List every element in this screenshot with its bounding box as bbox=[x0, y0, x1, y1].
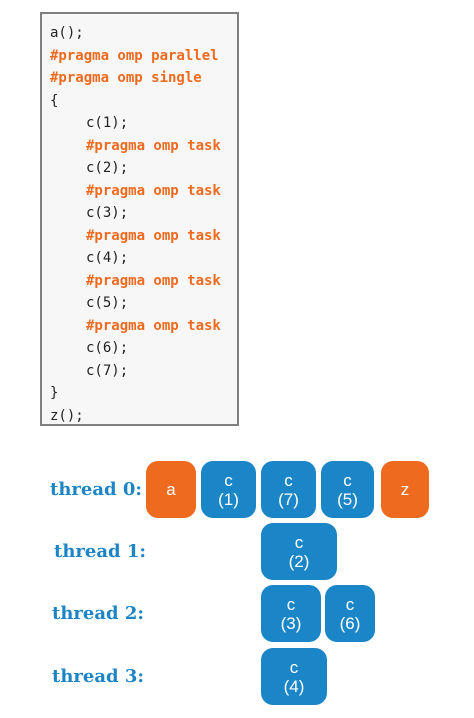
code-line: } bbox=[50, 385, 59, 401]
task-block-a: a bbox=[146, 461, 196, 518]
code-line: c(5); bbox=[86, 295, 129, 311]
code-listing: a(); #pragma omp parallel #pragma omp si… bbox=[40, 12, 239, 426]
task-block-z: z bbox=[381, 461, 429, 518]
block-arg: (4) bbox=[283, 676, 305, 696]
task-block-c7: c (7) bbox=[261, 461, 316, 518]
block-arg: (3) bbox=[280, 613, 302, 633]
code-line-pragma: #pragma omp task bbox=[86, 137, 221, 154]
thread-label-2: thread 2: bbox=[52, 603, 145, 624]
code-line-pragma: #pragma omp task bbox=[86, 182, 221, 199]
block-name: c bbox=[345, 594, 355, 614]
code-line-pragma: #pragma omp task bbox=[86, 272, 221, 289]
code-line-pragma: #pragma omp task bbox=[86, 317, 221, 334]
task-block-c1: c (1) bbox=[201, 461, 256, 518]
task-block-c2: c (2) bbox=[261, 523, 337, 580]
code-line-pragma: #pragma omp task bbox=[86, 227, 221, 244]
code-line: c(2); bbox=[86, 160, 129, 176]
task-block-c3: c (3) bbox=[261, 585, 321, 642]
task-block-c5: c (5) bbox=[321, 461, 374, 518]
block-arg: (5) bbox=[337, 489, 358, 509]
task-block-c6: c (6) bbox=[325, 585, 375, 642]
code-line: z(); bbox=[50, 407, 84, 424]
code-line-pragma: #pragma omp single bbox=[50, 70, 202, 86]
thread-label-3: thread 3: bbox=[52, 666, 145, 687]
block-name: c bbox=[286, 594, 296, 614]
block-arg: (2) bbox=[288, 551, 310, 571]
code-line: c(1); bbox=[86, 115, 129, 131]
code-line: c(4); bbox=[86, 250, 129, 266]
block-name: a bbox=[166, 480, 176, 499]
block-arg: (1) bbox=[218, 489, 239, 509]
block-name: c bbox=[343, 470, 352, 490]
block-name: z bbox=[400, 480, 410, 499]
block-name: c bbox=[294, 532, 304, 552]
block-arg: (6) bbox=[339, 613, 361, 633]
block-arg: (7) bbox=[278, 489, 299, 509]
block-name: c bbox=[289, 657, 299, 677]
code-line: c(7); bbox=[86, 362, 129, 379]
code-line: a(); bbox=[50, 25, 84, 41]
thread-label-0: thread 0: bbox=[50, 479, 143, 500]
code-line-pragma: #pragma omp parallel bbox=[50, 47, 219, 64]
task-block-c4: c (4) bbox=[261, 648, 327, 705]
thread-label-1: thread 1: bbox=[54, 541, 147, 562]
block-name: c bbox=[224, 470, 233, 490]
code-line: c(6); bbox=[86, 340, 129, 356]
block-name: c bbox=[284, 470, 293, 490]
code-line: c(3); bbox=[86, 205, 129, 221]
code-line: { bbox=[50, 92, 59, 109]
